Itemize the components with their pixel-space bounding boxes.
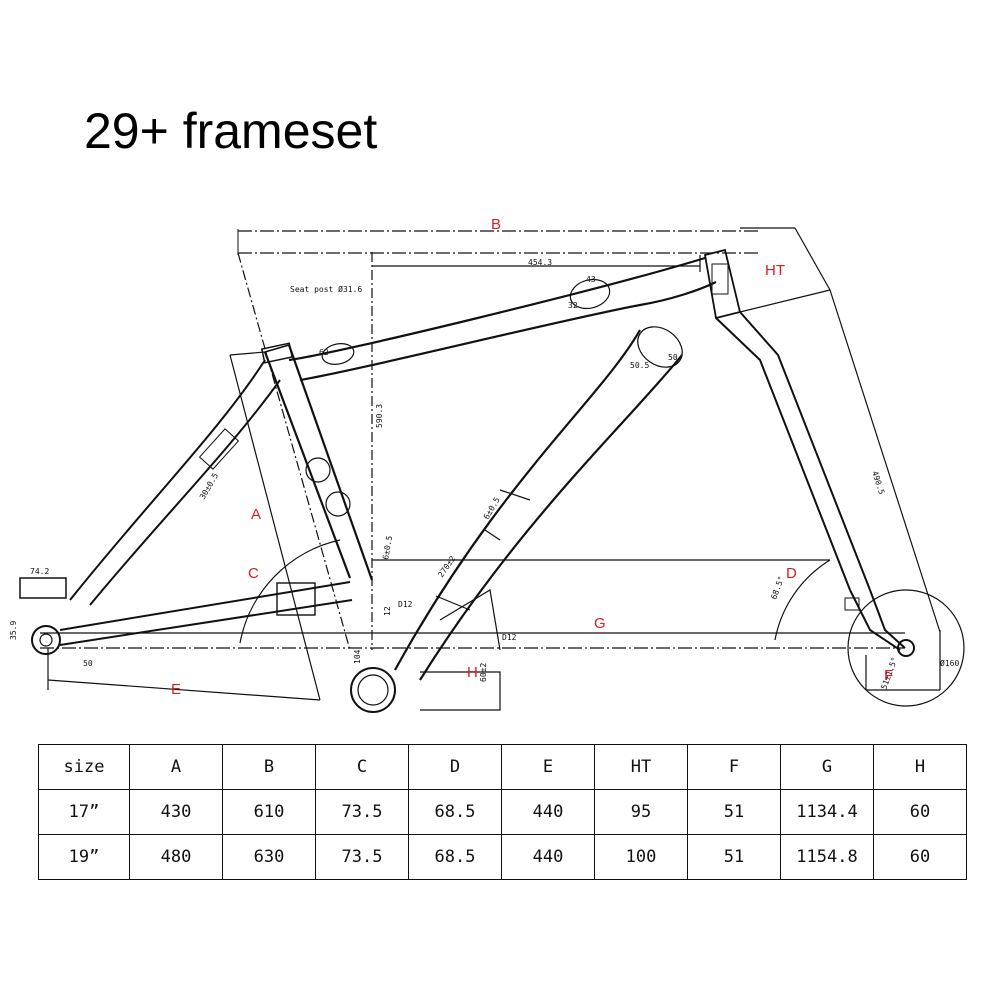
header-h: H <box>873 744 967 790</box>
header-g: G <box>780 744 874 790</box>
table-header-row: size A B C D E HT F G H <box>38 744 967 790</box>
note-50: 50 <box>668 353 678 362</box>
label-h: H <box>467 664 478 681</box>
cell-size: 19” <box>38 834 130 880</box>
frame-drawing: B HT A C D G E H F Seat post Ø31.6 454.3… <box>9 216 965 713</box>
cell-b: 610 <box>222 789 316 835</box>
note-d-angle: 68.5° <box>769 575 786 601</box>
cell-d: 68.5 <box>408 789 502 835</box>
note-6b: 6±0.5 <box>381 535 394 560</box>
header-f: F <box>687 744 781 790</box>
cell-size: 17” <box>38 789 130 835</box>
label-c: C <box>248 565 259 582</box>
note-d12b: D12 <box>502 633 517 642</box>
table-row: 19” 480 630 73.5 68.5 440 100 51 1154.8 … <box>38 834 967 880</box>
label-g: G <box>594 615 606 632</box>
cell-d: 68.5 <box>408 834 502 880</box>
label-ht: HT <box>765 262 785 279</box>
note-270: 270±2 <box>436 554 457 579</box>
header-a: A <box>129 744 223 790</box>
cell-h: 60 <box>873 789 967 835</box>
note-seat-post: Seat post Ø31.6 <box>290 284 362 294</box>
cell-h: 60 <box>873 834 967 880</box>
header-ht: HT <box>594 744 688 790</box>
label-e: E <box>171 681 181 698</box>
cell-a: 430 <box>129 789 223 835</box>
label-f: F <box>884 667 893 684</box>
note-454: 454.3 <box>528 258 552 267</box>
label-b: B <box>491 216 501 233</box>
cell-ht: 95 <box>594 789 688 835</box>
label-a: A <box>251 506 261 523</box>
cell-b: 630 <box>222 834 316 880</box>
note-62: 62 <box>319 348 329 357</box>
size-table: size A B C D E HT F G H 17” 430 610 73.5… <box>38 744 967 880</box>
note-35: 35.9 <box>9 621 18 640</box>
cell-a: 480 <box>129 834 223 880</box>
table-row: 17” 430 610 73.5 68.5 440 95 51 1134.4 6… <box>38 789 967 835</box>
cell-g: 1134.4 <box>780 789 874 835</box>
note-h60: 60±2 <box>479 663 488 682</box>
page-title: 29+ frameset <box>84 103 378 159</box>
header-e: E <box>501 744 595 790</box>
note-590: 590.3 <box>375 404 384 428</box>
cell-c: 73.5 <box>315 789 409 835</box>
header-size: size <box>38 744 130 790</box>
note-d12a: D12 <box>398 600 413 609</box>
cell-e: 440 <box>501 834 595 880</box>
header-c: C <box>315 744 409 790</box>
header-d: D <box>408 744 502 790</box>
note-50-5: 50.5 <box>630 361 649 370</box>
note-43: 43 <box>586 275 596 284</box>
note-50b: 50 <box>83 659 93 668</box>
note-490: 490.5 <box>870 470 886 496</box>
note-74: 74.2 <box>30 567 49 576</box>
note-f-angle: 51±1.5° <box>879 656 899 691</box>
cell-f: 51 <box>687 789 781 835</box>
label-d: D <box>786 565 797 582</box>
note-104: 104 <box>353 649 362 664</box>
note-32: 32 <box>568 301 578 310</box>
cell-c: 73.5 <box>315 834 409 880</box>
cell-g: 1154.8 <box>780 834 874 880</box>
header-b: B <box>222 744 316 790</box>
cell-e: 440 <box>501 789 595 835</box>
note-12: 12 <box>383 606 392 616</box>
cell-ht: 100 <box>594 834 688 880</box>
cell-f: 51 <box>687 834 781 880</box>
note-160: Ø160 <box>940 658 959 668</box>
